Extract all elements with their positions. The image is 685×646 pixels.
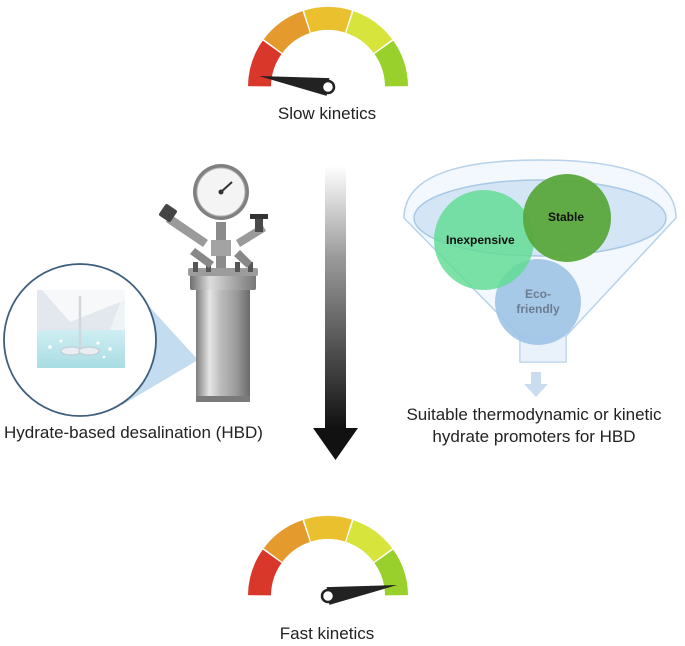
kinetics-arrow: [313, 166, 358, 460]
gauge-bottom-segment: [374, 549, 408, 596]
gauge-top-segment: [346, 11, 393, 54]
gauge-bottom-segment: [263, 520, 310, 563]
promoter-caption: Suitable thermodynamic or kinetic hydrat…: [384, 404, 684, 448]
gauge-bottom-segment: [346, 520, 393, 563]
gauge-fast-kinetics: [248, 516, 408, 605]
funnel-output-arrow: [524, 372, 548, 397]
slow-kinetics-label: Slow kinetics: [277, 104, 377, 123]
hbd-label: Hydrate-based desalination (HBD): [4, 423, 263, 442]
stable-label: Stable: [548, 210, 585, 224]
fast-kinetics-label: Fast kinetics: [279, 624, 375, 643]
eco-friendly-circle: [495, 259, 581, 345]
gauge-bottom-segment: [248, 549, 282, 596]
gauge-bottom-needle: [326, 585, 398, 605]
gauge-top-segment: [248, 40, 282, 87]
inexpensive-label: Inexpensive: [446, 233, 515, 247]
gauge-bottom-segment: [304, 516, 352, 542]
reactor-vessel-illustration: [159, 164, 268, 402]
gauge-bottom-needle-hub: [320, 588, 336, 604]
promoter-caption-line2: hydrate promoters for HBD: [432, 427, 636, 446]
gauge-top-needle: [258, 76, 330, 96]
reactor-zoom-view: [3, 263, 157, 417]
inexpensive-circle: [434, 190, 534, 290]
promoter-caption-line1: Suitable thermodynamic or kinetic: [406, 405, 662, 424]
gauge-slow-kinetics: [248, 7, 408, 96]
gauge-top-segment: [374, 40, 408, 87]
stable-circle: [523, 174, 611, 262]
eco-friendly-label: Eco-friendly: [516, 287, 560, 316]
gauge-top-segment: [263, 11, 310, 54]
gauge-top-segment: [304, 7, 352, 33]
gauge-top-needle-hub: [320, 79, 336, 95]
